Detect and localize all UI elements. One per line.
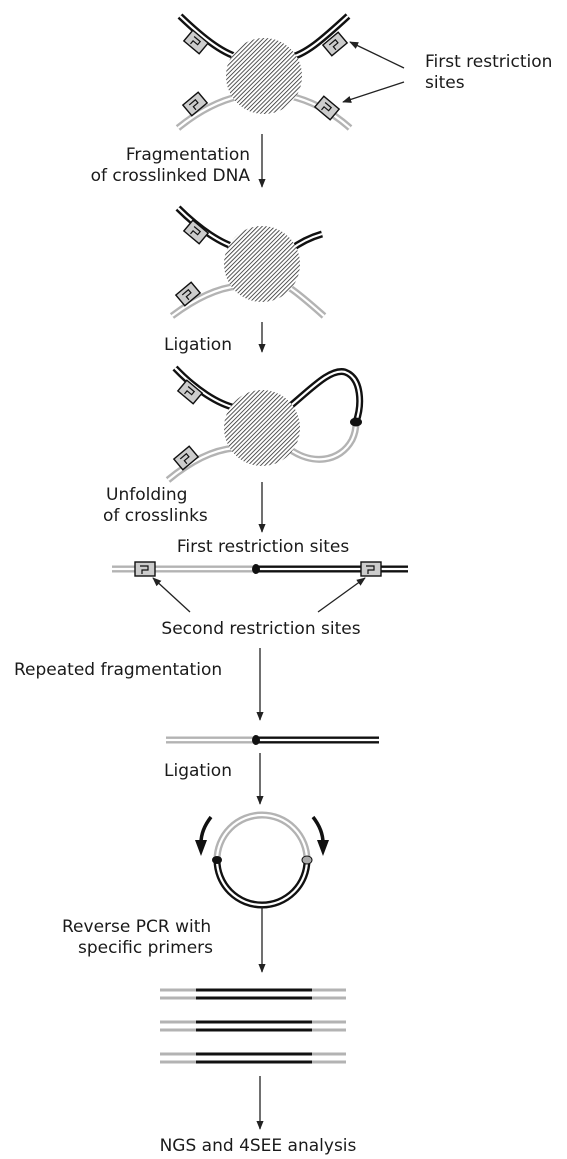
restriction-site-icon [177,379,203,405]
label-first-restriction-sites-cont: sites [425,73,465,93]
protein-complex [224,390,300,466]
restriction-site-icon [134,561,156,577]
ligation-junction [350,417,362,427]
label-reverse-pcr: Reverse PCR with [62,917,211,937]
protein-complex [226,38,302,114]
pointer-arrow [317,577,366,613]
ligation-junction [301,855,313,865]
label-ligation-1: Ligation [164,335,232,355]
label-reverse-pcr-cont: specific primers [78,938,213,958]
stage-fragmented [169,205,327,319]
label-first-restriction-sites-linear: First restriction sites [177,537,350,557]
label-first-restriction-sites: First restriction [425,52,552,72]
restriction-site-icon [360,561,382,577]
label-ligation-2: Ligation [164,761,232,781]
ligation-junction [252,564,260,574]
primer-arrowhead [195,840,207,856]
stage-crosslinked-complex: First restriction sites [175,13,552,131]
label-fragmentation-cont: of crosslinked DNA [91,166,251,186]
dna-circle-light [213,811,311,861]
protein-complex [224,226,300,302]
pointer-arrow [349,41,405,69]
ligation-junction [212,856,222,864]
label-ngs-analysis: NGS and 4SEE analysis [160,1136,357,1156]
stage-circularized [195,811,329,909]
stage-linear-unfolded [112,561,408,613]
stage-amplified-products [160,988,346,1064]
primer-arrow-right [311,815,325,844]
dna-circle-dark [213,859,311,909]
label-second-restriction-sites: Second restriction sites [161,619,360,639]
restriction-site-icon [183,219,209,245]
label-repeated-fragmentation: Repeated fragmentation [14,660,222,680]
primer-arrow-left [199,815,213,844]
ligation-junction [252,735,260,745]
stage-ligated-loop [165,365,364,483]
restriction-site-icon [173,445,199,471]
pointer-arrow [342,81,405,103]
label-unfolding-cont: of crosslinks [103,506,208,526]
label-unfolding: Unfolding [106,485,187,505]
stage-fragment [166,735,379,745]
primer-arrowhead [317,840,329,856]
pointer-arrow [152,577,191,613]
label-fragmentation: Fragmentation [126,145,250,165]
